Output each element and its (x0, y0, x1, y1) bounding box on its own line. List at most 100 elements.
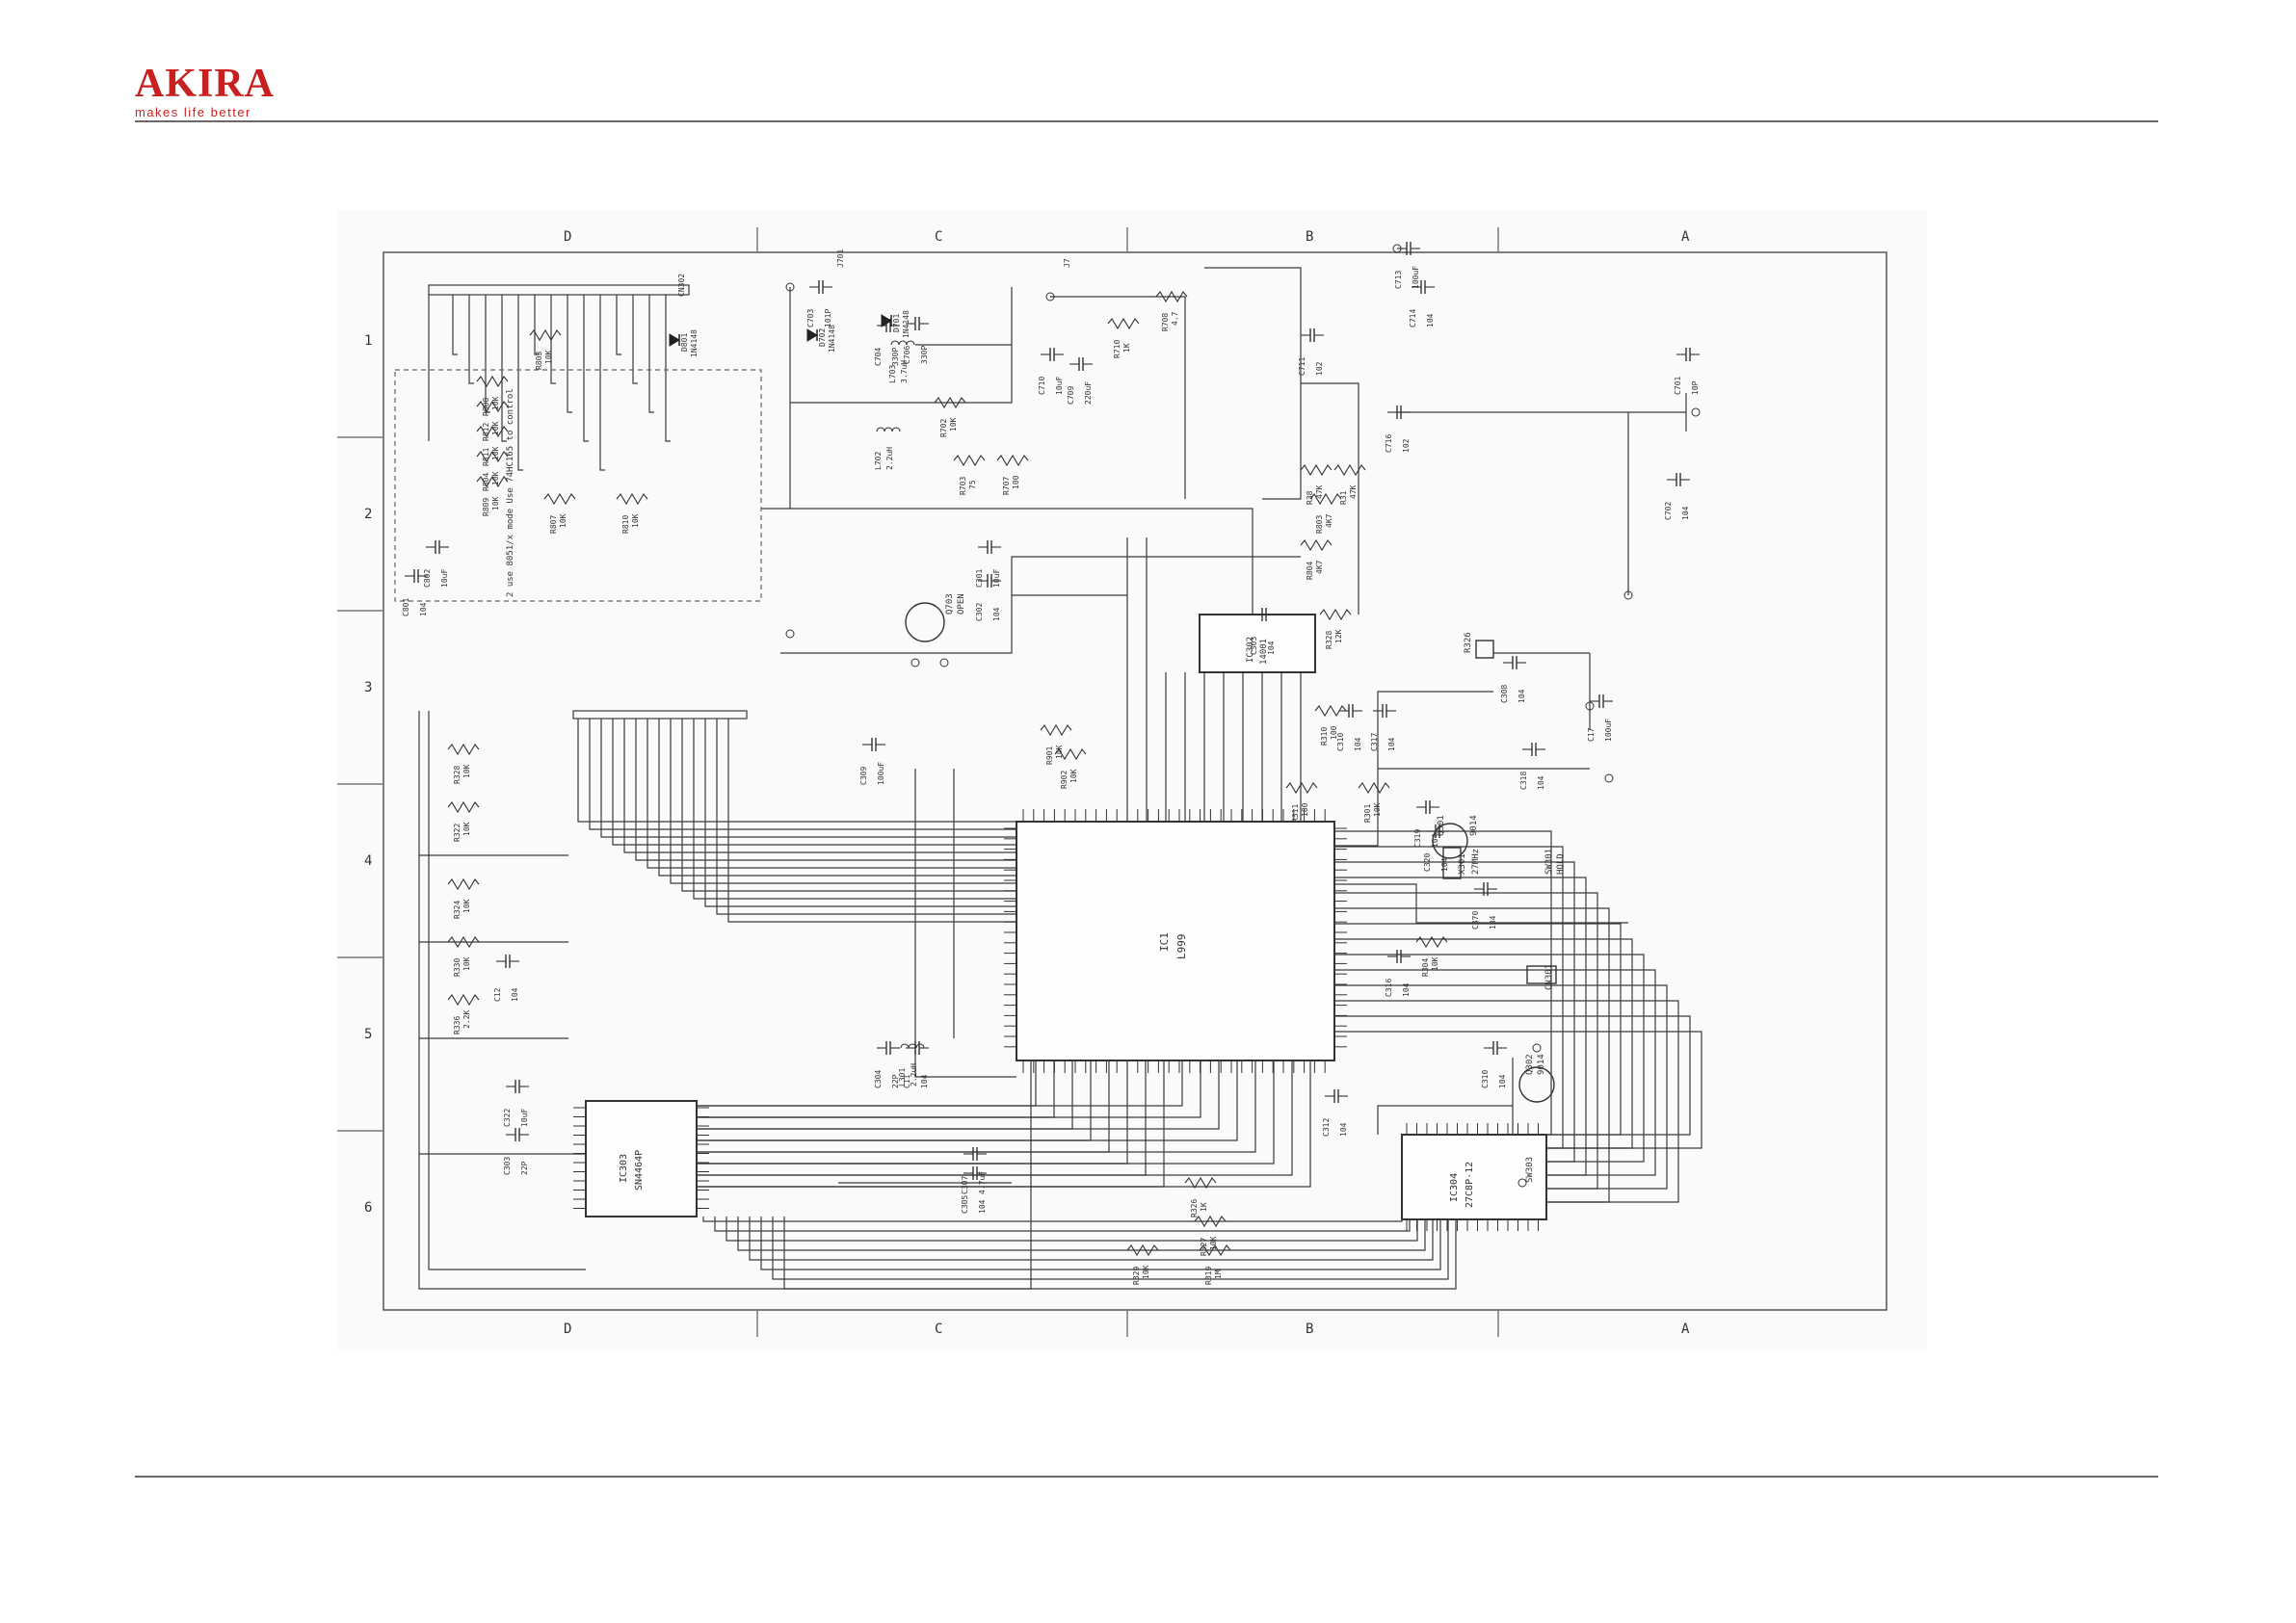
resistor-ref: R324 (453, 901, 462, 919)
capacitor-value: 104 (1537, 775, 1545, 790)
resistor-value: 10K (491, 396, 500, 410)
wire (749, 1217, 1434, 1261)
header-divider (135, 120, 2158, 122)
wire (623, 719, 1016, 853)
wire (790, 287, 1013, 404)
capacitor-ref: C709 (1067, 386, 1075, 405)
capacitor-ref: C308 (1500, 685, 1509, 703)
resistor-value: 10K (1142, 1265, 1150, 1279)
capacitor-ref: C319 (1413, 829, 1422, 848)
connector-ref: CN302 (677, 274, 686, 297)
q703-ref: Q703 (945, 593, 955, 615)
resistor-value: 75 (968, 480, 977, 489)
terminal (1532, 1043, 1542, 1053)
connector-cn301 (1526, 965, 1557, 984)
wire (635, 719, 1016, 861)
wire (418, 711, 1032, 1290)
resistor-value: 10K (491, 496, 500, 510)
capacitor-value: 104 (1498, 1074, 1507, 1088)
wire (681, 719, 1016, 892)
resistor-ref: R809 (482, 498, 490, 516)
capacitor-ref: C320 (1423, 853, 1432, 872)
wire (697, 1060, 1201, 1118)
wire (1377, 1105, 1513, 1135)
capacitor-value: 104 (1431, 833, 1439, 848)
q301-ref: Q301 (1437, 815, 1446, 836)
wire (1301, 382, 1359, 615)
capacitor-ref: C301 (975, 569, 984, 588)
diode-ref: D801 (680, 333, 689, 352)
capacitor-ref: C322 (503, 1109, 512, 1127)
wire (697, 1060, 1293, 1176)
capacitor-ref: C711 (1298, 357, 1306, 376)
wire (501, 295, 507, 442)
capacitor-ref: C309 (859, 767, 868, 785)
capacitor-ref: C316 (1385, 979, 1393, 997)
resistor-value: 10K (462, 764, 471, 778)
inductor-ref: L703 (888, 365, 897, 383)
terminal (910, 658, 920, 668)
eeprom-ic: IC304 27C8P-12 (1401, 1134, 1547, 1220)
brand-name: AKIRA (135, 62, 276, 106)
resistor-ref: R336 (453, 1016, 462, 1034)
diode-value: 1N4148 (902, 310, 910, 338)
capacitor-ref: C304 (874, 1070, 883, 1088)
resistor-ref: R38 (1306, 490, 1314, 505)
resistor-value: 47K (1315, 484, 1324, 499)
resistor-value: 10K (462, 822, 471, 836)
resistor-value: 100 (1330, 725, 1338, 740)
wire (428, 711, 586, 1270)
capacitor-value: 10uF (520, 1109, 529, 1127)
memory-ic: IC303 SN4464P (585, 1100, 698, 1217)
terminal (785, 282, 795, 292)
capacitor-value: 104 (1354, 737, 1362, 751)
capacitor-ref: C303 (503, 1157, 512, 1175)
capacitor-ref: C710 (1038, 377, 1046, 395)
resistor-ref: R301 (1363, 804, 1372, 823)
resistor-value: 10K (631, 513, 640, 528)
resistor-ref: R310 (1320, 727, 1329, 746)
main-ic-part: L999 (1175, 934, 1188, 960)
zone-label-b-top: B (1306, 229, 1313, 245)
capacitor-value: 100uF (877, 762, 885, 785)
inductor-value: 3.7uH (900, 360, 909, 383)
diode-ref: D702 (818, 328, 827, 347)
inductor-ref: L301 (898, 1068, 907, 1086)
capacitor-ref: C370 (1471, 911, 1480, 929)
resistor-ref: R901 (1045, 746, 1054, 765)
wire (583, 295, 589, 442)
resistor-value: 100 (1012, 475, 1020, 489)
x301-value: 27MHz (1471, 849, 1481, 875)
row-label-5: 5 (364, 1027, 372, 1042)
note-text: 2 use 8051/x mode Use 74HC165 to control (506, 388, 515, 597)
capacitor-value: 4.7uF (978, 1171, 987, 1194)
transistor-q703 (905, 602, 945, 642)
wire (914, 769, 1016, 1078)
schematic-diagram: D C B A D C B A 1 2 3 4 5 6 2 use 8051/x… (337, 210, 1927, 1351)
row-label-2: 2 (364, 507, 372, 522)
x301-ref: X301 (1458, 853, 1467, 875)
terminal (1517, 1178, 1527, 1188)
resistor-ref: R707 (1002, 477, 1011, 495)
capacitor: C319 104 (1413, 800, 1439, 848)
